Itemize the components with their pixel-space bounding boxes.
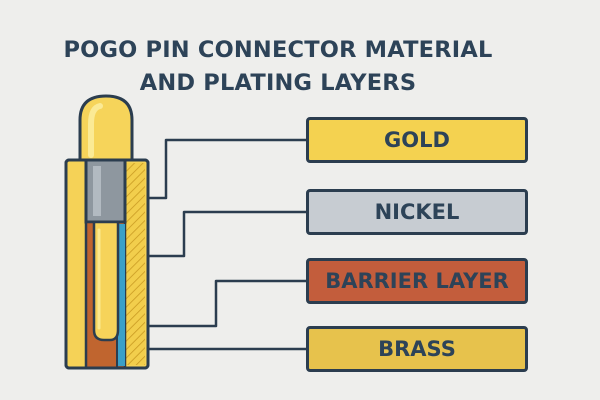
diagram-title: POGO PIN CONNECTOR MATERIAL AND PLATING … (28, 34, 528, 100)
layer-box-gold: GOLD (306, 117, 528, 163)
title-line-2: AND PLATING LAYERS (139, 70, 417, 96)
layer-box-nickel: NICKEL (306, 189, 528, 235)
layer-label-brass: BRASS (378, 337, 456, 361)
layer-label-gold: GOLD (384, 128, 450, 152)
layer-label-barrier-layer: BARRIER LAYER (325, 269, 509, 293)
nickel-sleeve (84, 158, 127, 224)
title-line-1: POGO PIN CONNECTOR MATERIAL (63, 37, 493, 63)
layer-label-nickel: NICKEL (374, 200, 460, 224)
layer-box-barrier-layer: BARRIER LAYER (306, 258, 528, 304)
leader-line-gold (148, 138, 306, 200)
leader-line-barrier (118, 279, 306, 328)
inner-plunger (92, 220, 120, 342)
plunger-head (78, 94, 134, 162)
layer-box-brass: BRASS (306, 326, 528, 372)
